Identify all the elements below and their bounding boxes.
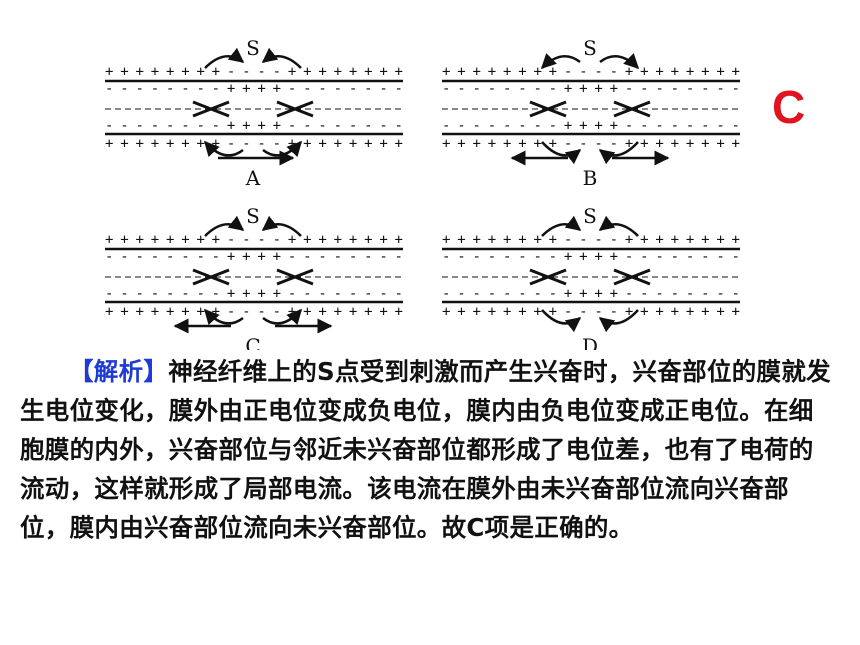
panel-b: S++++++++----++++++++--------++++-------… <box>442 36 740 190</box>
current-arrow <box>541 309 582 333</box>
charge-row: ++++++++----++++++++ <box>105 136 403 152</box>
current-arrow <box>203 140 244 158</box>
current-arrow <box>541 215 582 237</box>
panel-a: S++++++++----++++++++--------++++-------… <box>105 36 403 190</box>
panel-c: S++++++++----++++++++--------++++-------… <box>105 204 403 350</box>
current-arrow <box>598 141 639 165</box>
current-cross <box>529 100 567 118</box>
charge-row: ++++++++----++++++++ <box>105 64 403 80</box>
charge-row: ++++++++----++++++++ <box>442 136 740 152</box>
current-arrow <box>261 47 302 69</box>
stimulus-label: S <box>583 36 597 60</box>
charge-row: --------++++-------- <box>442 81 740 97</box>
current-arrow <box>261 215 302 237</box>
panel-d: S++++++++----++++++++--------++++-------… <box>442 204 740 350</box>
current-arrow <box>203 308 244 326</box>
panel-label: C <box>245 334 260 350</box>
nerve-fiber-figure: S++++++++----++++++++--------++++-------… <box>105 36 740 350</box>
charge-row: --------++++-------- <box>442 249 740 265</box>
current-cross <box>192 268 230 286</box>
stimulus-label: S <box>246 204 260 228</box>
explanation-tag: 【解析】 <box>69 357 169 386</box>
panel-label: A <box>245 166 261 190</box>
charge-row: --------++++-------- <box>105 118 403 134</box>
current-arrow <box>262 308 303 326</box>
current-arrow <box>204 215 245 237</box>
current-cross <box>613 268 651 286</box>
current-arrow <box>204 47 245 69</box>
charge-row: --------++++-------- <box>105 81 403 97</box>
current-arrow <box>540 53 581 70</box>
charge-row: ++++++++----++++++++ <box>442 232 740 248</box>
current-arrow <box>541 141 582 165</box>
current-cross <box>529 268 567 286</box>
current-arrow <box>599 53 640 70</box>
explanation-paragraph: 【解析】神经纤维上的S点受到刺激而产生兴奋时，兴奋部位的膜就发生电位变化，膜外由… <box>20 352 835 547</box>
stimulus-label: S <box>583 204 597 228</box>
current-arrow <box>598 215 639 237</box>
charge-row: --------++++-------- <box>105 249 403 265</box>
panel-label: D <box>582 334 598 350</box>
current-arrow <box>598 309 639 333</box>
current-cross <box>276 100 314 118</box>
answer-letter: C <box>772 81 806 133</box>
current-cross <box>276 268 314 286</box>
charge-row: --------++++-------- <box>442 286 740 302</box>
charge-row: ++++++++----++++++++ <box>442 304 740 320</box>
charge-row: --------++++-------- <box>105 286 403 302</box>
current-cross <box>613 100 651 118</box>
stimulus-label: S <box>246 36 260 60</box>
charge-row: ++++++++----++++++++ <box>442 64 740 80</box>
charge-row: ++++++++----++++++++ <box>105 304 403 320</box>
current-cross <box>192 100 230 118</box>
panel-label: B <box>583 166 598 190</box>
charge-row: ++++++++----++++++++ <box>105 232 403 248</box>
charge-row: --------++++-------- <box>442 118 740 134</box>
explanation-text: 神经纤维上的S点受到刺激而产生兴奋时，兴奋部位的膜就发生电位变化，膜外由正电位变… <box>20 357 831 542</box>
